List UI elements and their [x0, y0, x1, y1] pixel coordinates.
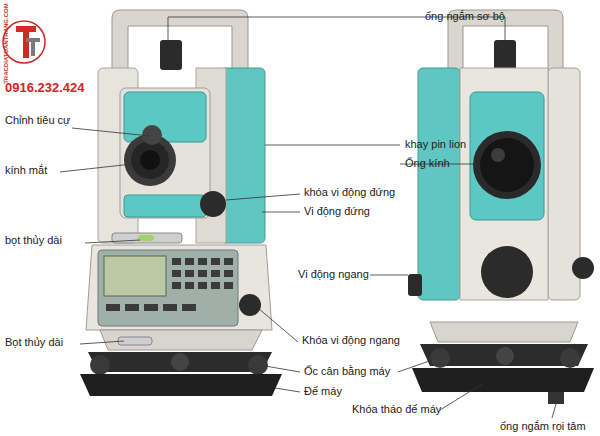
part-label: Vi động đứng	[304, 205, 370, 218]
part-label: khóa vi động đứng	[304, 186, 395, 199]
part-label: Đế máy	[304, 385, 342, 398]
part-label: ống ngắm rọi tâm	[500, 420, 586, 433]
left-instrument	[80, 10, 282, 396]
logo	[3, 21, 45, 63]
right-instrument	[408, 10, 594, 404]
part-label: kính mắt	[5, 164, 47, 177]
part-label: Khóa tháo đế máy	[352, 403, 441, 416]
part-label: Chỉnh tiêu cự	[5, 114, 70, 127]
part-label: Ống kính	[405, 157, 450, 170]
phone-number: 0916.232.424	[5, 80, 85, 96]
watermark: TRACDIATOANTHANG.COM	[2, 4, 9, 84]
part-label: Khóa vi động ngang	[302, 334, 400, 347]
part-label: Ốc cân bằng máy	[304, 365, 390, 378]
part-label: Bọt thủy dài	[5, 336, 63, 349]
part-label: ống ngắm sơ bộ	[425, 10, 505, 23]
leader-lines	[60, 17, 556, 418]
part-label: Vi động ngang	[298, 268, 369, 281]
part-label: bọt thủy dài	[5, 234, 62, 247]
part-label: khay pin lion	[405, 138, 466, 151]
